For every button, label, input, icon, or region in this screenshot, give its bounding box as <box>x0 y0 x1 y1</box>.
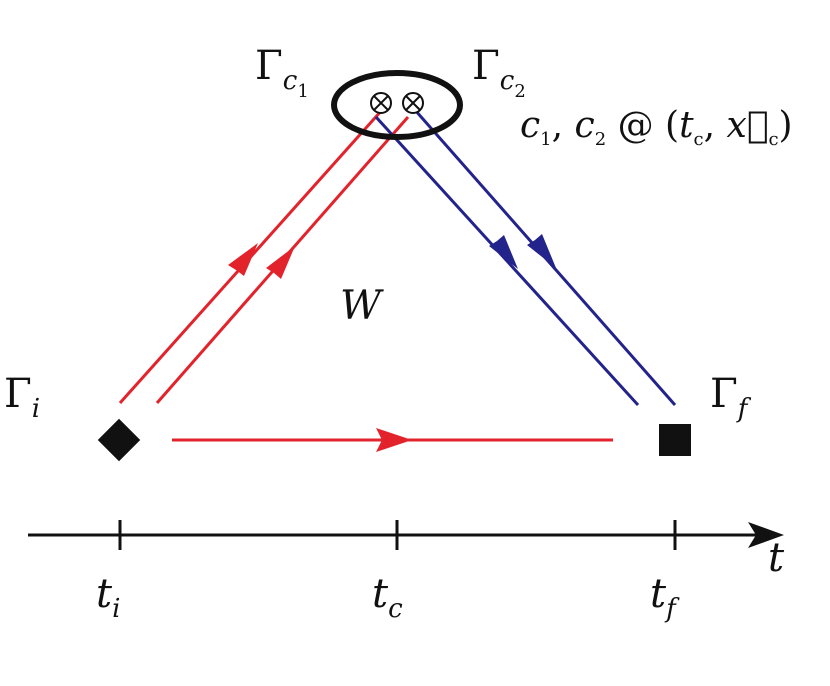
axis-label-t: t <box>768 535 785 581</box>
x-vec: x⃗ <box>726 105 769 146</box>
tick-label-tc: tc <box>372 571 403 622</box>
blue-line-inner <box>374 115 640 407</box>
tick-tf-sub: f <box>666 594 676 624</box>
tick-tc-base: t <box>372 571 389 617</box>
gamma-i-sub: i <box>31 394 41 424</box>
blue-arrow-outer <box>527 234 556 268</box>
gamma-symbol: Γ <box>710 371 738 417</box>
tick-label-ti: ti <box>96 571 120 622</box>
gamma-c2-sub: c2 <box>499 66 526 101</box>
label-gamma-c2: Γc2 <box>472 43 526 101</box>
tick-label-tf: tf <box>650 571 676 622</box>
gamma-c1-sub: c1 <box>282 66 309 101</box>
paren-close: ) <box>778 105 793 146</box>
label-gamma-i: Γi <box>4 371 40 422</box>
time-axis-arrow-icon <box>748 522 784 548</box>
red-arrow-inner <box>266 246 295 279</box>
currents-c1-idx: 1 <box>540 129 552 150</box>
gamma-c1-sub-idx: 1 <box>297 81 309 102</box>
sink-square-icon <box>659 424 691 456</box>
red-arrow-bottom <box>376 428 412 452</box>
tick-tf-base: t <box>650 571 667 617</box>
comma: , <box>703 105 727 146</box>
paren-open: ( <box>665 105 680 146</box>
gamma-symbol: Γ <box>255 43 283 89</box>
currents-at: @ <box>606 105 666 146</box>
gamma-c2-sub-base: c <box>499 66 515 96</box>
gamma-c1-sub-base: c <box>282 66 298 96</box>
gamma-symbol: Γ <box>4 371 32 417</box>
circled-times-icon <box>402 92 424 114</box>
source-diamond-icon <box>97 418 141 462</box>
circled-times-icon <box>370 92 392 114</box>
label-w: W <box>340 283 382 329</box>
tick-ti-base: t <box>96 571 113 617</box>
tick-ti-sub: i <box>112 594 121 624</box>
gamma-c2-sub-idx: 2 <box>514 81 526 102</box>
currents-c2-idx: 2 <box>594 129 607 150</box>
t-c-sub: c <box>693 129 704 150</box>
tick-tc-sub: c <box>388 594 403 624</box>
gamma-symbol: Γ <box>472 43 500 89</box>
currents-c1: c <box>520 105 541 146</box>
blue-arrow-inner <box>489 235 518 269</box>
label-gamma-c1: Γc1 <box>255 43 309 101</box>
currents-sep: , <box>551 105 575 146</box>
label-currents: c1, c2 @ (tc, x⃗c) <box>520 105 793 149</box>
gamma-f-sub: f <box>737 394 748 424</box>
insertion-ellipse <box>331 70 463 140</box>
label-gamma-f: Γf <box>710 371 747 422</box>
x-c-sub: c <box>768 129 779 150</box>
red-arrow-outer <box>228 243 258 276</box>
currents-c2: c <box>574 105 595 146</box>
t-base: t <box>679 105 694 146</box>
